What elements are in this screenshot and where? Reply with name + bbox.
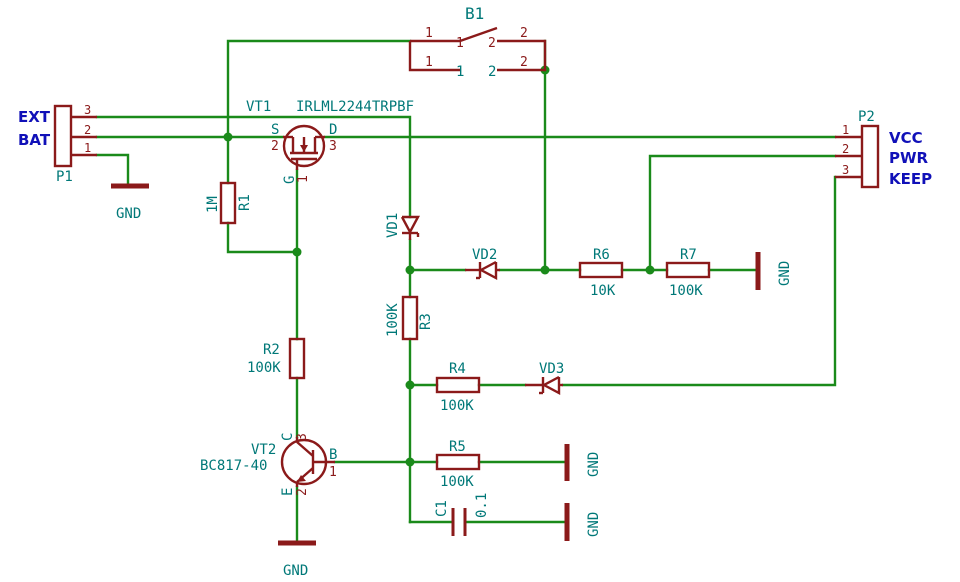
r3-ref: R3 bbox=[418, 313, 434, 330]
switch-lever bbox=[459, 26, 498, 43]
b1-pin-1a: 1 bbox=[425, 26, 433, 41]
resistor-r5: R5 100K bbox=[435, 439, 481, 490]
diode-vd3: VD3 bbox=[525, 361, 564, 395]
wire-ext bbox=[95, 115, 412, 219]
net-ext: EXT bbox=[18, 108, 51, 126]
capacitor-c1: C1 0.1 bbox=[434, 493, 490, 536]
wire-switch-in bbox=[226, 39, 412, 139]
r7-value: 100K bbox=[669, 283, 703, 299]
wires bbox=[95, 39, 837, 544]
resistor-r7: R7 100K bbox=[665, 247, 711, 299]
r6-value: 10K bbox=[590, 283, 616, 299]
junction-bat bbox=[223, 132, 233, 142]
r1-value: 1M bbox=[205, 196, 221, 213]
net-keep: KEEP bbox=[889, 170, 932, 188]
junction-gate bbox=[292, 247, 302, 257]
vt1-num-g: 1 bbox=[296, 175, 311, 183]
mosfet-body bbox=[282, 124, 326, 168]
gnd-label-c1: GND bbox=[586, 512, 602, 537]
r7-ref: R7 bbox=[680, 247, 697, 263]
r4-ref: R4 bbox=[449, 361, 466, 377]
vd2-ref: VD2 bbox=[472, 247, 497, 263]
resistor-r2: R2 100K bbox=[247, 337, 306, 380]
mosfet-vt1: VT1 IRLML2244TRPBF S D 2 3 G 1 bbox=[246, 99, 414, 184]
vt2-part: BC817-40 bbox=[200, 458, 267, 474]
p1-pin-1: 1 bbox=[84, 141, 91, 155]
r4-value: 100K bbox=[440, 398, 474, 414]
b1-ref: B1 bbox=[465, 4, 484, 23]
c1-ref: C1 bbox=[434, 500, 450, 517]
connector-p1-body bbox=[53, 104, 73, 168]
b1-pin-1b: 1 bbox=[456, 36, 464, 51]
r5-value: 100K bbox=[440, 474, 474, 490]
vt2-num-c: 3 bbox=[295, 433, 310, 441]
b1-pin-2b: 2 bbox=[520, 26, 528, 41]
gnd-label-r5: GND bbox=[586, 452, 602, 477]
b1-pin-1d: 1 bbox=[456, 64, 464, 80]
resistor-r6: R6 10K bbox=[578, 247, 624, 299]
r2-ref: R2 bbox=[263, 342, 280, 358]
junction-vd1 bbox=[405, 265, 415, 275]
vt2-pin-b: B bbox=[329, 447, 337, 463]
net-bat: BAT bbox=[18, 131, 51, 149]
r5-ref: R5 bbox=[449, 439, 466, 455]
r3-value: 100K bbox=[385, 303, 401, 337]
c1-value: 0.1 bbox=[474, 493, 490, 518]
vd1-ref: VD1 bbox=[385, 213, 401, 238]
vt1-part: IRLML2244TRPBF bbox=[296, 99, 414, 115]
diode-vd1: VD1 bbox=[385, 213, 420, 240]
r2-value: 100K bbox=[247, 360, 281, 376]
vt2-pin-c: C bbox=[280, 433, 296, 441]
p1-pin-3: 3 bbox=[84, 103, 91, 117]
b1-pin-2a: 2 bbox=[488, 36, 496, 51]
p1-ref: P1 bbox=[56, 169, 73, 185]
junction-r3 bbox=[405, 380, 415, 390]
wire-p1-gnd bbox=[95, 153, 130, 187]
junctions bbox=[223, 65, 655, 467]
wire-r1-gate bbox=[226, 221, 299, 254]
vt2-pin-e: E bbox=[280, 488, 296, 496]
p2-pin-1: 1 bbox=[842, 123, 849, 137]
vt1-pin-s: S bbox=[271, 122, 279, 138]
vt2-num-b: 1 bbox=[329, 465, 337, 480]
b1-pin-2c: 2 bbox=[488, 64, 496, 80]
wire-keep bbox=[561, 175, 837, 387]
vt1-num-s: 2 bbox=[271, 139, 279, 154]
resistor-r1: 1M R1 bbox=[205, 181, 253, 225]
connector-p2: 1 2 3 P2 VCC PWR KEEP bbox=[835, 109, 932, 189]
switch-b1: 1 1 1 1 2 2 2 2 B1 bbox=[408, 4, 547, 80]
p2-pin-2: 2 bbox=[842, 142, 849, 156]
b1-pin-2d: 2 bbox=[520, 55, 528, 70]
p2-ref: P2 bbox=[858, 109, 875, 125]
vd3-ref: VD3 bbox=[539, 361, 564, 377]
p2-pin-3: 3 bbox=[842, 163, 849, 177]
gnd-label-p1: GND bbox=[116, 206, 141, 222]
r6-ref: R6 bbox=[593, 247, 610, 263]
junction-switch bbox=[540, 265, 550, 275]
p1-pin-2: 2 bbox=[84, 123, 91, 137]
gnd-label-vt2: GND bbox=[283, 563, 308, 579]
junction-base bbox=[405, 457, 415, 467]
vt1-num-d: 3 bbox=[329, 139, 337, 154]
gnd-label-r7: GND bbox=[777, 261, 793, 286]
grounds: GND GND GND GND GND bbox=[111, 183, 793, 579]
wire-pwr bbox=[648, 154, 837, 272]
r1-ref: R1 bbox=[237, 194, 253, 211]
net-vcc: VCC bbox=[889, 129, 923, 147]
connector-p2-body bbox=[860, 124, 880, 189]
resistor-r4: R4 100K bbox=[435, 361, 481, 414]
vt1-ref: VT1 bbox=[246, 99, 271, 115]
vt1-pin-g: G bbox=[282, 176, 298, 184]
net-pwr: PWR bbox=[889, 149, 929, 167]
junction-pwr bbox=[645, 265, 655, 275]
vt1-pin-d: D bbox=[329, 122, 337, 138]
diode-vd2: VD2 bbox=[465, 247, 500, 280]
transistor-vt2: VT2 BC817-40 C 3 B 1 E 2 bbox=[200, 433, 337, 496]
resistor-r3: 100K R3 bbox=[385, 295, 434, 341]
connector-p1: 3 2 1 P1 EXT BAT bbox=[18, 103, 97, 185]
b1-pin-1c: 1 bbox=[425, 55, 433, 70]
vt2-ref: VT2 bbox=[251, 442, 276, 458]
vt2-num-e: 2 bbox=[295, 488, 310, 496]
